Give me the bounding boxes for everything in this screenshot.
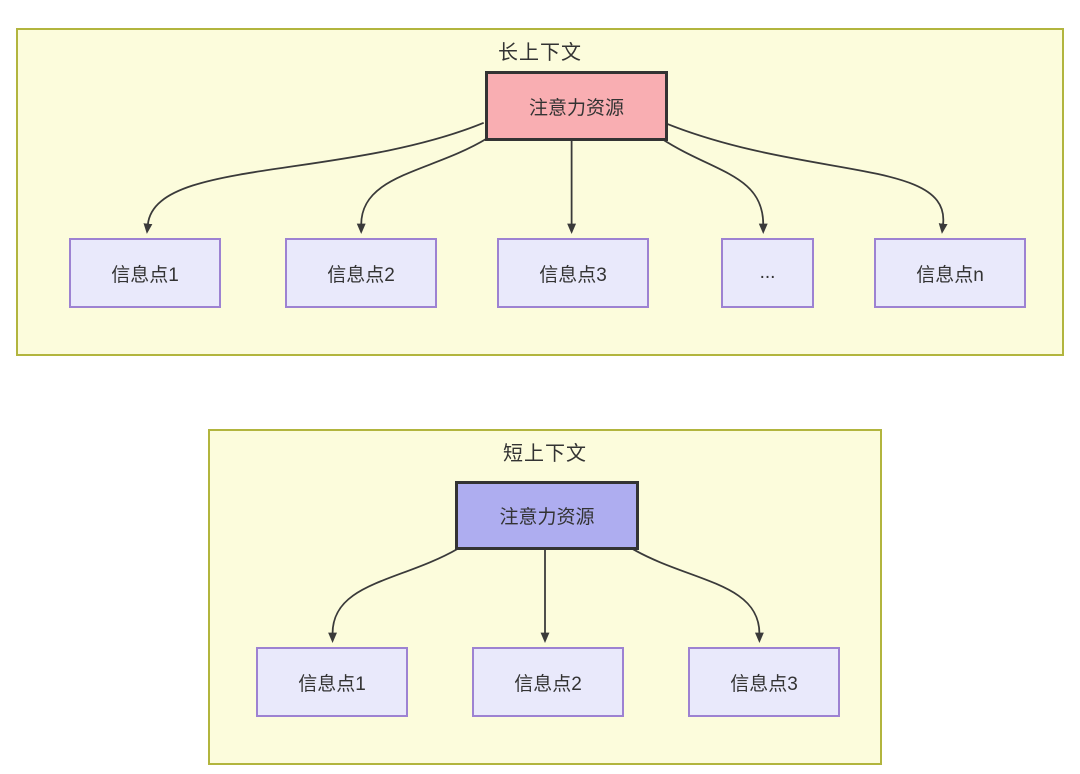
short-context-title: 短上下文 [503,443,587,465]
long-context-title: 长上下文 [498,42,582,64]
short-info-node-2: 信息点2 [472,647,624,717]
long-attention-resource-box: 注意力资源 [485,71,668,141]
short-attention-resource-box: 注意力资源 [455,481,639,550]
long-info-node-1: 信息点1 [69,238,221,308]
short-context-container: 短上下文 注意力资源 信息点1 信息点2 信息点3 [208,429,882,765]
arrow-short-to-info1 [328,547,459,643]
long-info-node-3-label: 信息点3 [539,264,607,286]
short-info-node-1-label: 信息点1 [298,673,366,695]
arrow-long-to-info1 [143,122,485,234]
long-info-node-n: 信息点n [874,238,1026,308]
short-info-node-3: 信息点3 [688,647,840,717]
long-attention-resource-label: 注意力资源 [528,97,624,119]
arrow-long-to-dots [661,137,768,234]
long-info-node-n-label: 信息点n [916,264,984,286]
long-info-node-2-label: 信息点2 [327,264,395,286]
long-info-node-ellipsis: ... [721,238,814,308]
arrow-long-to-info2 [356,137,488,234]
long-context-container: 长上下文 注意力资源 信息点1 信息点2 信息点3 ... 信息点n [16,28,1064,356]
arrow-short-to-info3 [631,547,764,643]
short-info-node-1: 信息点1 [256,647,408,717]
long-info-node-2: 信息点2 [285,238,437,308]
short-attention-resource-label: 注意力资源 [499,507,595,528]
short-info-node-3-label: 信息点3 [730,673,798,695]
short-info-node-2-label: 信息点2 [514,673,582,695]
long-info-node-3: 信息点3 [497,238,649,308]
long-info-node-ellipsis-label: ... [759,262,776,283]
arrow-long-to-infon [664,122,948,234]
long-info-node-1-label: 信息点1 [111,264,179,286]
